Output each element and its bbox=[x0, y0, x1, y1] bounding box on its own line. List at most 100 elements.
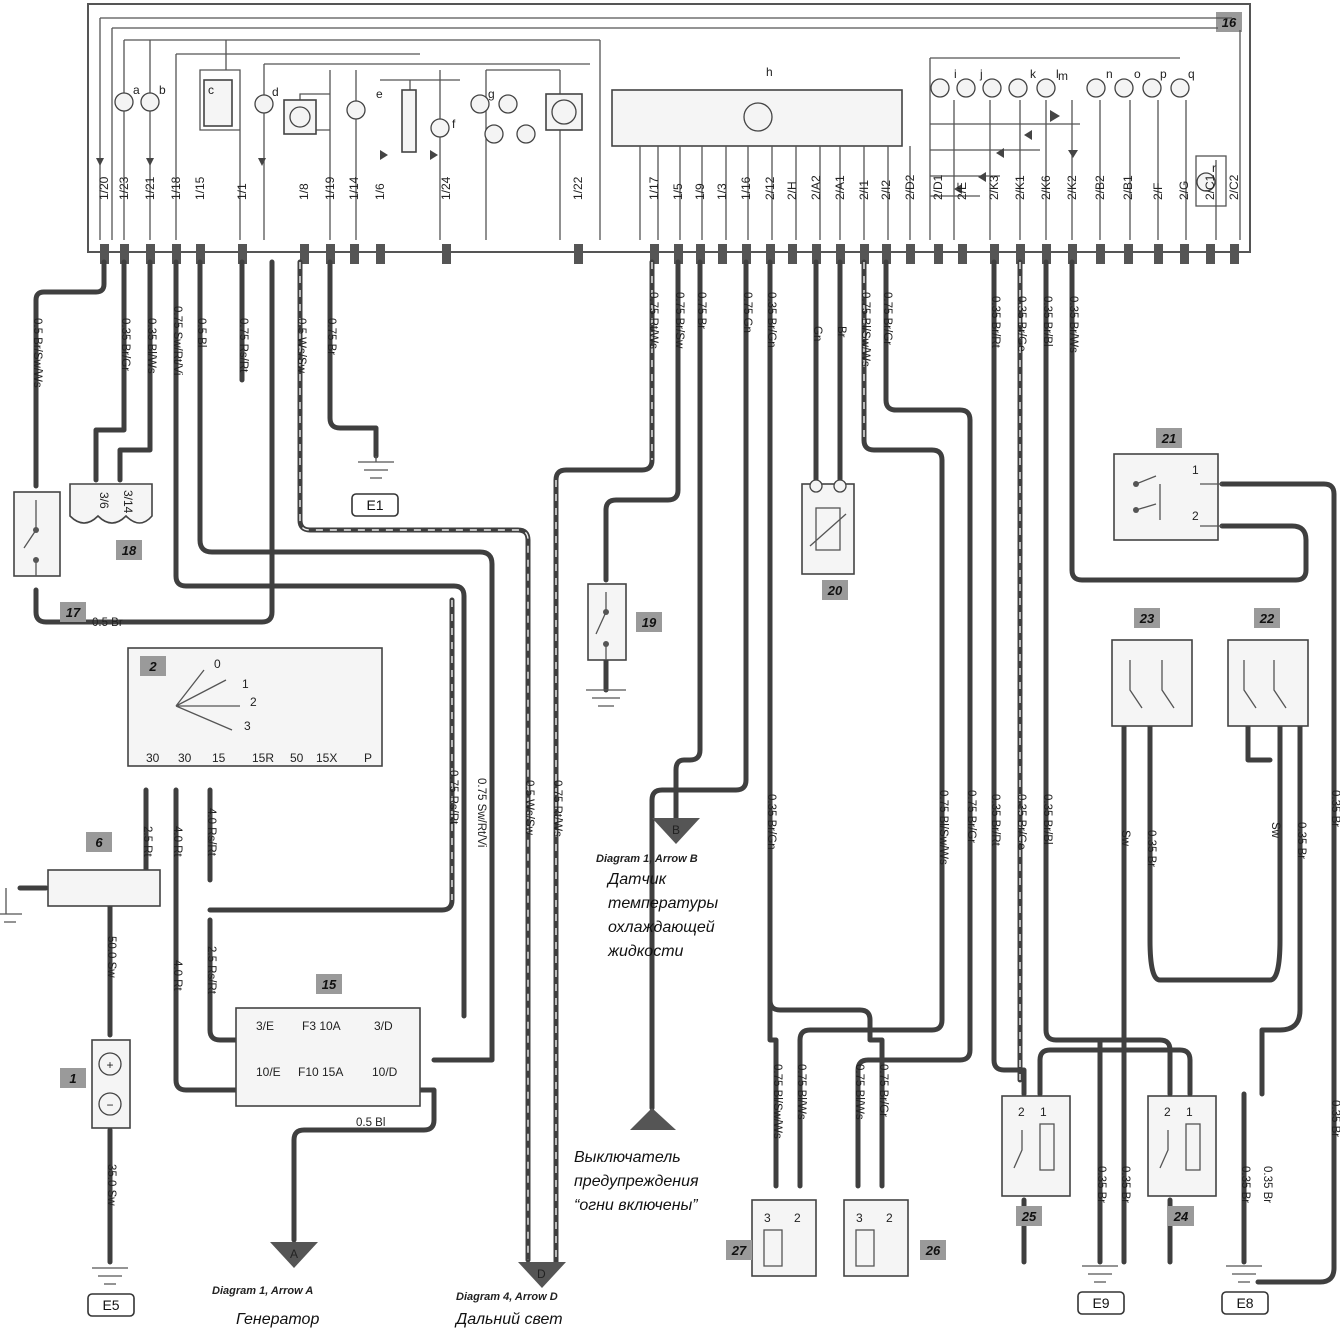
arrow-a: A Diagram 1, Arrow A Генератор bbox=[212, 1242, 319, 1328]
svg-text:2: 2 bbox=[148, 659, 157, 674]
svg-text:температуры: температуры bbox=[608, 895, 718, 912]
cluster-pin-label: 1/9 bbox=[693, 183, 707, 200]
gauge-coil bbox=[401, 89, 417, 153]
svg-text:Генератор: Генератор bbox=[236, 1311, 319, 1328]
svg-text:D: D bbox=[537, 1267, 546, 1281]
wire-label: 4.0 Rs/Rt bbox=[205, 808, 217, 857]
svg-text:предупреждения: предупреждения bbox=[574, 1173, 699, 1190]
lamp-e: e bbox=[346, 87, 383, 120]
cluster-pin-label: 1/16 bbox=[739, 176, 753, 200]
cluster-pin bbox=[650, 244, 659, 264]
svg-text:i: i bbox=[954, 67, 957, 81]
ground-e5: E5 bbox=[87, 1267, 135, 1317]
cluster-pin bbox=[574, 244, 583, 264]
cluster-pin bbox=[990, 244, 999, 264]
cluster-pin bbox=[812, 244, 821, 264]
svg-text:h: h bbox=[766, 65, 773, 79]
sensor-26: 3 2 26 bbox=[843, 1199, 946, 1277]
wire-label: 0.35 Br/Bl bbox=[1041, 296, 1053, 347]
wire-label: 0.75 Br/Gr bbox=[877, 1064, 889, 1117]
svg-text:3/14: 3/14 bbox=[121, 490, 135, 514]
lamp-l: l bbox=[1036, 67, 1059, 98]
cluster-pin bbox=[350, 244, 359, 264]
wire-label: 0.75 Bl/Sw/Ws bbox=[937, 790, 949, 865]
cluster-pin-label: 1/23 bbox=[117, 176, 131, 200]
cluster-pin bbox=[766, 244, 775, 264]
svg-text:Diagram 1, Arrow B: Diagram 1, Arrow B bbox=[596, 853, 698, 865]
cluster-pin-label: 1/1 bbox=[235, 183, 249, 200]
cluster-pin-label: 1/24 bbox=[439, 176, 453, 200]
svg-text:2: 2 bbox=[886, 1211, 893, 1225]
svg-text:A: A bbox=[290, 1247, 298, 1261]
ignition-switch-2: 2 0 1 2 3 30 30 15 15R 50 15X P bbox=[127, 647, 383, 767]
cluster-pin-label: 1/14 bbox=[347, 176, 361, 200]
cluster-pin-label: 2/A2 bbox=[809, 175, 823, 200]
svg-text:10/D: 10/D bbox=[372, 1065, 398, 1079]
svg-text:19: 19 bbox=[642, 615, 657, 630]
svg-text:6: 6 bbox=[95, 835, 103, 850]
junction-6: 6 bbox=[0, 832, 161, 923]
cluster-pin-label: 2/F bbox=[1151, 183, 1165, 200]
svg-text:r: r bbox=[1212, 161, 1216, 175]
wire-label: 0.5 Br bbox=[92, 617, 123, 629]
fuse-row: 3/E F3 10A 3/D bbox=[256, 1019, 393, 1033]
svg-text:2: 2 bbox=[1164, 1105, 1171, 1119]
cluster-pin bbox=[718, 244, 727, 264]
svg-text:21: 21 bbox=[1161, 431, 1176, 446]
lamp-c: c bbox=[208, 83, 214, 97]
relay-25: 2 1 25 bbox=[1001, 1095, 1071, 1226]
wire-label: 0.75 Bl/Ws bbox=[853, 1064, 865, 1120]
switch-23: 23 bbox=[1111, 608, 1193, 727]
cluster-pin-label: 1/3 bbox=[715, 183, 729, 200]
cluster-pin bbox=[172, 244, 181, 264]
wire-label: 0.35 Br/Ge bbox=[1015, 296, 1027, 352]
wire-label: 0.5 Bl bbox=[195, 318, 207, 347]
wire-label: 0.75 Sw/Rt/Vi bbox=[171, 306, 183, 375]
svg-text:1: 1 bbox=[69, 1071, 76, 1086]
wire-label: 0.75 Br/Sw bbox=[673, 292, 685, 349]
wire-label: 0.75 Bl/Sw/Ws bbox=[859, 292, 871, 367]
cluster-pin bbox=[788, 244, 797, 264]
wire-label: 35.0 Sw bbox=[105, 1164, 117, 1206]
svg-text:k: k bbox=[1030, 67, 1037, 81]
wire-label: 0.35 Br bbox=[1095, 1166, 1107, 1203]
svg-text:B: B bbox=[672, 823, 680, 837]
svg-text:f: f bbox=[452, 117, 456, 131]
relay-21: 1 2 21 bbox=[1113, 428, 1222, 541]
svg-text:Diagram 4, Arrow D: Diagram 4, Arrow D bbox=[456, 1291, 558, 1303]
cluster-pin bbox=[882, 244, 891, 264]
wire-label: 0.75 Br bbox=[325, 318, 337, 355]
svg-text:F10 15A: F10 15A bbox=[298, 1065, 343, 1079]
component-tag-16-label: 16 bbox=[1222, 15, 1237, 30]
fusebox-15: 15 3/E F3 10A 3/D 10/E F10 15A 10/D bbox=[235, 974, 421, 1107]
svg-text:E1: E1 bbox=[366, 497, 383, 513]
cluster-pin-label: 2/I2 bbox=[879, 180, 893, 200]
cluster-pin bbox=[300, 244, 309, 264]
sensor-27: 3 2 27 bbox=[726, 1199, 817, 1277]
cluster-pin-label: 2/K1 bbox=[1013, 175, 1027, 200]
lamp-o: o bbox=[1114, 67, 1141, 98]
svg-text:b: b bbox=[159, 83, 166, 97]
lamp-f: f bbox=[430, 117, 456, 138]
svg-text:25: 25 bbox=[1021, 1209, 1037, 1224]
cluster-pin bbox=[696, 244, 705, 264]
wire-label: 0.75 Rs/Rt bbox=[447, 770, 459, 825]
svg-text:P: P bbox=[364, 751, 372, 765]
lamp-i: i bbox=[930, 67, 957, 98]
cluster-pin bbox=[1068, 244, 1077, 264]
lamp-g: g bbox=[470, 87, 536, 144]
switch-17: 17 bbox=[13, 491, 86, 622]
wire-label: 0.35 Br/Rt bbox=[989, 794, 1001, 847]
plus-icon: + bbox=[106, 1058, 113, 1072]
indicator-lamps: a b c d e f g h i j k l m n o p q r bbox=[114, 65, 1216, 192]
wire-label: 0.35 Br/Ws bbox=[1067, 296, 1079, 353]
wire-label: 50.0 Sw bbox=[105, 936, 117, 978]
cluster-pin bbox=[146, 244, 155, 264]
svg-text:15R: 15R bbox=[252, 751, 274, 765]
cluster-pin-label: 2/D2 bbox=[903, 174, 917, 200]
wire-label: 0.35 Br bbox=[1239, 1166, 1251, 1203]
cluster-pin bbox=[442, 244, 451, 264]
svg-text:n: n bbox=[1106, 67, 1113, 81]
wire-label: 4.0 Rt bbox=[171, 826, 183, 857]
wire-label: 0.75 Br/Gr bbox=[965, 790, 977, 843]
